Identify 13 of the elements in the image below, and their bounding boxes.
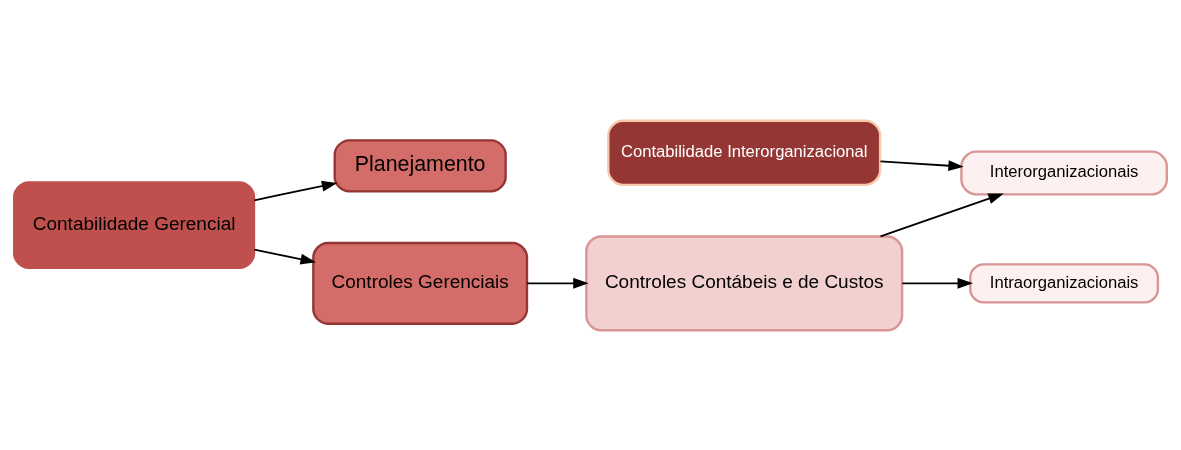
arrow	[253, 180, 338, 201]
node-box: Planejamento	[333, 138, 507, 193]
arrow	[526, 277, 589, 289]
node-box: Controles Contábeis e de Custos	[585, 234, 904, 331]
node-box: Interorganizacionais	[960, 149, 1168, 196]
arrow	[879, 193, 1004, 237]
node-box: Contabilidade Interorganizacional	[607, 119, 882, 186]
arrow	[253, 248, 316, 264]
arrow	[901, 277, 973, 289]
node-box: Controles Gerenciais	[312, 241, 529, 325]
node-box: Contabilidade Gerencial	[13, 180, 256, 269]
arrow	[879, 159, 964, 171]
node-box: Intraorganizacionais	[969, 262, 1160, 304]
